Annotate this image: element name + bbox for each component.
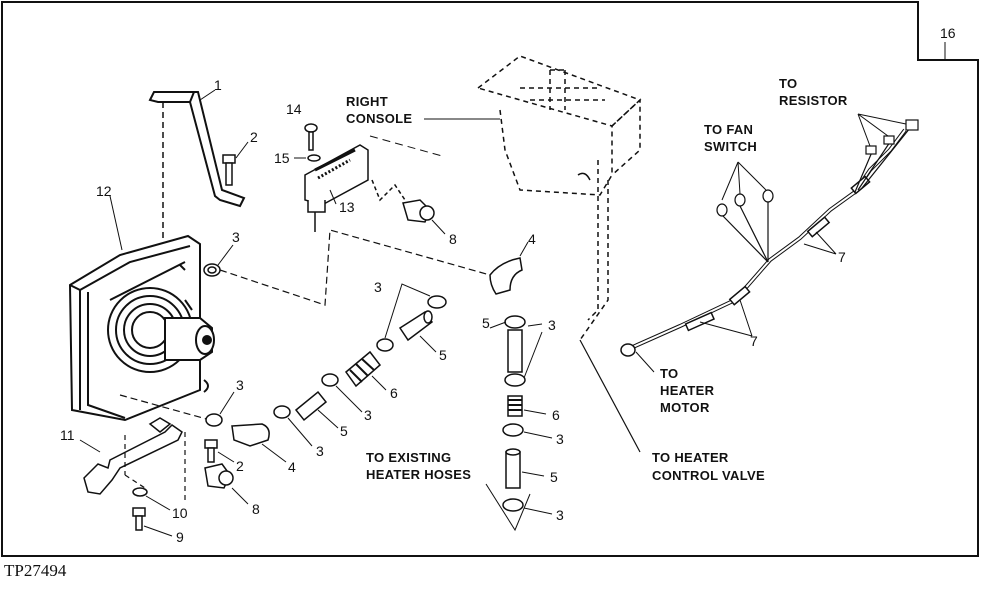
washer-15	[307, 154, 321, 162]
label-to-heater-motor-2: HEATER	[660, 383, 715, 398]
clamp-3-mid-c	[273, 405, 291, 419]
screw-14	[304, 123, 318, 151]
control-valve-cable	[579, 339, 641, 453]
callout-5-upper: 5	[439, 347, 447, 363]
callout-3-mid-b: 3	[364, 407, 372, 423]
bolt-2-top	[222, 154, 236, 186]
callout-3-mid-c: 3	[316, 443, 324, 459]
callout-3-mid-a: 3	[374, 279, 382, 295]
label-right-console-2: CONSOLE	[346, 111, 412, 126]
callout-8-upper: 8	[449, 231, 457, 247]
clamp-3-lower-left	[205, 413, 223, 427]
callout-4-upper: 4	[528, 231, 536, 247]
callout-12: 12	[96, 183, 112, 199]
callout-5-lower: 5	[340, 423, 348, 439]
callout-8-lower: 8	[252, 501, 260, 517]
callout-3-stack-top: 3	[548, 317, 556, 333]
valve-bracket-13	[304, 144, 369, 213]
coil-hose-6	[344, 350, 382, 388]
bolt-2-lower	[204, 439, 218, 463]
callout-7-lower: 7	[750, 333, 758, 349]
vertical-hose-stack	[502, 315, 526, 512]
clamp-3-mid-b	[321, 373, 339, 387]
label-to-fan-switch-1: TO FAN	[704, 122, 753, 137]
callout-10: 10	[172, 505, 188, 521]
callout-1: 1	[214, 77, 222, 93]
label-to-existing-heater-hoses-2: HEATER HOSES	[366, 467, 471, 482]
callout-15: 15	[274, 150, 290, 166]
callout-16: 16	[940, 25, 956, 41]
label-to-resistor-2: RESISTOR	[779, 93, 848, 108]
callout-3-stack-bottom: 3	[556, 507, 564, 523]
clamp-3-upper-left	[203, 263, 221, 277]
callout-3-upper-left: 3	[232, 229, 240, 245]
callout-6-stack: 6	[552, 407, 560, 423]
bracket-1	[148, 91, 246, 208]
label-to-existing-heater-hoses-1: TO EXISTING	[366, 450, 451, 465]
resistor-leads	[854, 119, 919, 193]
callout-3-lower-left: 3	[236, 377, 244, 393]
label-to-fan-switch-2: SWITCH	[704, 139, 757, 154]
hose-5-upper	[398, 310, 434, 342]
label-to-heater-control-valve-2: CONTROL VALVE	[652, 468, 765, 483]
label-to-resistor-1: TO	[779, 76, 797, 91]
elbow-hose-4-upper	[489, 257, 523, 295]
clip-8-upper	[402, 199, 435, 223]
callout-4-lower: 4	[288, 459, 296, 475]
heater-unit-12	[68, 234, 215, 422]
label-right-console-1: RIGHT	[346, 94, 388, 109]
wiring-harness-7	[620, 128, 907, 357]
label-to-heater-control-valve-1: TO HEATER	[652, 450, 729, 465]
callout-13: 13	[339, 199, 355, 215]
label-to-heater-motor-1: TO	[660, 366, 678, 381]
hose-5-lower	[294, 390, 328, 422]
diagram-border	[1, 1, 979, 557]
lower-bracket-11	[83, 417, 183, 495]
callout-3-stack-mid: 3	[556, 431, 564, 447]
right-console-outline	[476, 55, 642, 341]
callout-14: 14	[286, 101, 302, 117]
clamp-3-mid-a	[376, 295, 447, 352]
elbow-hose-4-lower	[231, 423, 270, 447]
callout-11: 11	[60, 427, 75, 443]
bolt-9	[132, 507, 146, 531]
callout-5-stack-top: 5	[482, 315, 490, 331]
washer-10	[132, 487, 148, 497]
callout-9: 9	[176, 529, 184, 545]
callout-7-upper: 7	[838, 249, 846, 265]
callout-2-top: 2	[250, 129, 258, 145]
callout-2-lower: 2	[236, 458, 244, 474]
callout-5-stack-bottom: 5	[550, 469, 558, 485]
fan-switch-leads	[716, 189, 774, 263]
callout-6-mid: 6	[390, 385, 398, 401]
figure-id: TP27494	[4, 561, 67, 580]
label-to-heater-motor-3: MOTOR	[660, 400, 710, 415]
clip-8-lower	[204, 463, 234, 489]
